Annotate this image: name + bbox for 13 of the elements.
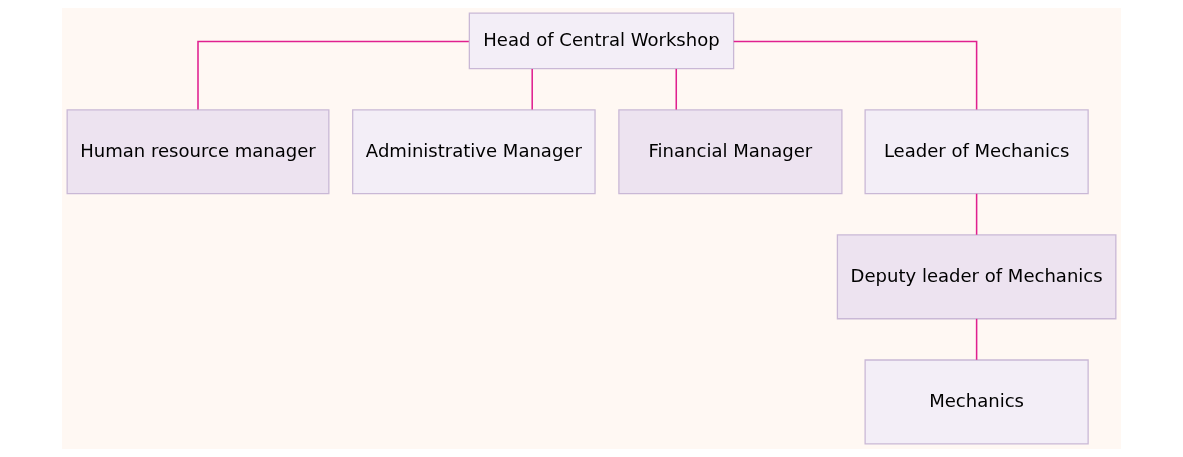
connector [975,193,978,236]
connector [975,318,978,361]
node-box: Human resource manager [66,109,330,195]
connector [197,40,470,111]
node-box: Mechanics [864,359,1089,445]
node-box: Financial Manager [618,109,843,195]
connector [531,68,533,111]
connector [732,40,978,111]
connector [675,68,678,111]
node-box: Deputy leader of Mechanics [836,234,1117,320]
node-box: Head of Central Workshop [468,12,735,70]
node-box: Administrative Manager [352,109,596,195]
node-box: Leader of Mechanics [864,109,1089,195]
